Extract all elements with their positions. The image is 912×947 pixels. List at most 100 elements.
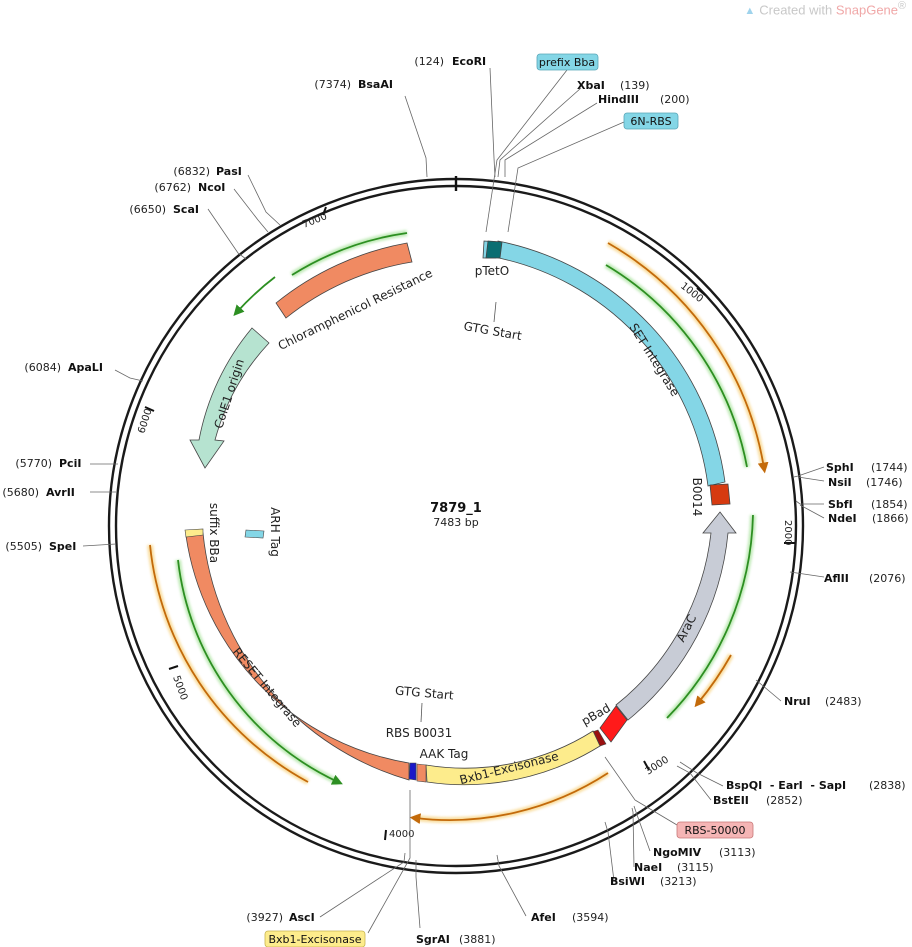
feature-arh-tag [244,529,265,539]
tick-label-6000: 6000 [136,407,154,435]
svg-text:NgoMIV: NgoMIV [653,846,702,859]
feature-aak-tag [416,763,427,783]
orf-arrow-orange-3 [409,772,609,825]
feature-rbs-b0031 [408,762,417,781]
svg-text:Bxb1-Excisonase: Bxb1-Excisonase [268,933,361,946]
site-avrii[interactable]: (5680) AvrII [2,486,74,499]
site-sbfi[interactable]: SbfI (1854) [828,498,908,511]
site-pcii[interactable]: (5770) PciI [15,457,81,470]
label-gtg-bottom: GTG Start [395,683,455,702]
site-bspqi-eari-sapi[interactable]: BspQI - EarI - SapI(2838) [726,779,906,792]
svg-text:(6650): (6650) [129,203,166,216]
tick-label-5000: 5000 [170,674,189,702]
svg-text:(3594): (3594) [572,911,609,924]
site-ngomiv[interactable]: NgoMIV(3113) [653,846,756,859]
feature-ptet[interactable] [485,240,503,259]
label-gtg-top: GTG Start [463,319,523,343]
svg-text:AfeI: AfeI [531,911,556,924]
site-naei[interactable]: NaeI (3115) [634,861,714,874]
svg-text:prefix Bba: prefix Bba [539,56,595,69]
svg-text:(5680): (5680) [2,486,39,499]
svg-text:(1744): (1744) [871,461,908,474]
tick-label-2000: 2000 [782,520,793,545]
svg-text:(3927): (3927) [246,911,283,924]
site-xbai[interactable]: XbaI(139) [577,79,650,92]
label-suffix: suffix BBa [207,503,221,563]
site-spei[interactable]: (5505)SpeI [5,540,76,553]
svg-text:XbaI: XbaI [577,79,605,92]
orf-arrow-green-4 [233,276,276,317]
site-asci[interactable]: (3927)AscI [246,911,314,924]
orf-arrow-orange-1 [607,242,769,474]
site-bsiwi[interactable]: BsiWI (3213) [610,875,697,888]
svg-text:PciI: PciI [59,457,81,470]
svg-text:(2852): (2852) [766,794,803,807]
svg-text:(2483): (2483) [825,695,862,708]
boxed-label-6n-rbs[interactable]: 6N-RBS [623,112,679,130]
feature-suffix-bba [184,528,204,538]
svg-text:SphI: SphI [826,461,854,474]
orf-line-green-1 [605,264,748,468]
site-sphi[interactable]: SphI (1744) [826,461,908,474]
feature-b0014[interactable] [709,483,731,506]
orf-arrows [147,230,769,825]
feature-pbad[interactable] [599,705,628,743]
site-ndei[interactable]: NdeI (1866) [828,512,909,525]
site-scai[interactable]: (6650) ScaI [129,203,199,216]
svg-text:(3213): (3213) [660,875,697,888]
svg-text:(5770): (5770) [15,457,52,470]
label-b0014: B0014 [690,478,704,517]
svg-text:(1854): (1854) [871,498,908,511]
svg-text:SbfI: SbfI [828,498,853,511]
site-apali[interactable]: (6084)ApaLI [24,361,103,374]
svg-text:SpeI: SpeI [49,540,76,553]
site-ncoi[interactable]: (6762)NcoI [154,181,225,194]
label-ptet: pTetO [475,264,509,278]
site-aflii[interactable]: AflII(2076) [824,572,906,585]
svg-text:BstEII: BstEII [713,794,749,807]
svg-text:BsiWI: BsiWI [610,875,645,888]
svg-text:(1866): (1866) [872,512,909,525]
feature-set-integrase[interactable] [493,240,726,487]
svg-text:(3881): (3881) [459,933,496,946]
svg-text:(6762): (6762) [154,181,191,194]
svg-text:NaeI: NaeI [634,861,662,874]
snapgene-watermark: ▲Created with SnapGene® [744,0,906,18]
site-bsaai[interactable]: (7374)BsaAI [314,78,393,91]
svg-text:ApaLI: ApaLI [68,361,103,374]
orf-line-green-4 [291,232,408,276]
boxed-label-bxb1-excisonase[interactable]: Bxb1-Excisonase [264,930,366,947]
svg-text:NdeI: NdeI [828,512,857,525]
label-chlor: Chloramphenicol Resistance [276,266,435,353]
plasmid-name: 7879_1 [430,501,482,516]
svg-text:AvrII: AvrII [46,486,75,499]
feature-cole1-origin[interactable] [189,327,270,469]
svg-text:BspQI - EarI - SapI: BspQI - EarI - SapI [726,779,846,792]
feature-reset-integrase[interactable] [185,532,410,781]
tick-label-3000: 3000 [644,754,671,777]
site-afei[interactable]: AfeI (3594) [531,911,609,924]
label-reset: RESET Integrase [230,645,304,730]
feature-bxb1[interactable] [425,730,601,786]
site-nsii[interactable]: NsiI(1746) [828,476,903,489]
tick-label-4000: 4000 [389,829,414,840]
svg-text:6N-RBS: 6N-RBS [630,115,671,128]
svg-text:HindIII: HindIII [598,93,639,106]
svg-text:ScaI: ScaI [173,203,199,216]
site-nrui[interactable]: NruI(2483) [784,695,862,708]
site-ecori[interactable]: (124)EcoRI [414,55,486,68]
orf-arrow-orange-2 [694,654,732,708]
boxed-label-prefix-bba[interactable]: prefix Bba [536,53,599,71]
site-pasi[interactable]: (6832)PasI [173,165,241,178]
svg-text:(1746): (1746) [866,476,903,489]
feature-chlor-resistance[interactable] [275,242,413,319]
feature-arac[interactable] [615,511,737,721]
svg-text:AflII: AflII [824,572,849,585]
svg-text:BsaAI: BsaAI [358,78,393,91]
boxed-label-rbs-50000[interactable]: RBS-50000 [676,821,754,839]
site-sgrai[interactable]: SgrAI(3881) [416,933,496,946]
site-hindiii[interactable]: HindIII(200) [598,93,690,106]
svg-text:(3115): (3115) [677,861,714,874]
site-bsteii[interactable]: BstEII (2852) [713,794,803,807]
